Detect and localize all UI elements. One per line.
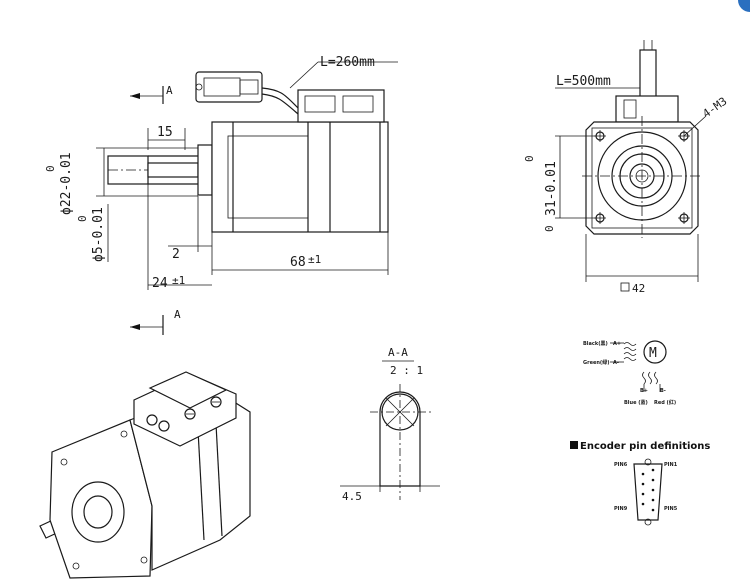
- iso-screw-1: [184, 408, 196, 420]
- pin-b-plus: B+: [640, 388, 648, 394]
- encoder-cable: [261, 87, 299, 109]
- section-arrow-bottom: [130, 324, 140, 330]
- corner-badge: [738, 0, 750, 12]
- dim-holes: 4-M3: [700, 95, 729, 121]
- iso-port-2: [158, 420, 170, 432]
- pin6-label: PIN6: [614, 462, 628, 468]
- flange-boss: [197, 144, 213, 196]
- iso-encoder-top: [148, 371, 228, 409]
- dim-front-length: 24: [152, 276, 168, 291]
- iso-flange-circle: [71, 481, 125, 543]
- iso-body-joint-2: [215, 423, 223, 537]
- section-scale: 2 : 1: [390, 364, 423, 377]
- iso-screw-2: [210, 396, 222, 408]
- encoder-cap: [297, 89, 385, 123]
- cable-length-260: L=260mm: [320, 55, 375, 70]
- cable-leader-260: [289, 61, 319, 89]
- section-mark-bottom: A: [174, 308, 181, 321]
- holes-leader: [683, 115, 707, 137]
- encoder-port-1: [304, 95, 336, 113]
- section-view: A-A 2 : 1 4.5: [340, 346, 440, 503]
- dim-shaft-tol: 0: [76, 215, 89, 222]
- iso-body-joint-1: [197, 429, 205, 541]
- section-arrow-top: [130, 93, 140, 99]
- front-cap-detail-1: [623, 99, 637, 119]
- dim-square: 42: [632, 282, 645, 295]
- motor-body: [211, 121, 389, 233]
- encoder-pins: Encoder pin definitions PIN6 PIN1 PIN9 P…: [570, 441, 710, 526]
- wiring-diagram: M Black(黑) Green(绿) A+ A- B+ B- Blue (蓝)…: [583, 340, 676, 406]
- pin9-label: PIN9: [614, 506, 628, 512]
- pin-a-minus: A-: [613, 360, 619, 366]
- encoder-title-icon: [570, 441, 578, 449]
- wire-green: Green(绿): [583, 359, 609, 366]
- encoder-port-2: [342, 95, 374, 113]
- db9-outline: [633, 463, 663, 521]
- coil-a: [623, 342, 637, 361]
- dim-shaft-dia: ϕ5-0.01: [91, 207, 106, 262]
- wire-black: Black(黑): [583, 340, 608, 347]
- pin5-label: PIN5: [664, 506, 678, 512]
- db9-connector: [195, 71, 263, 103]
- coil-b: [642, 371, 658, 385]
- dim-spacing-tol-bottom: 0: [543, 225, 556, 232]
- dim-front-tol: ±1: [172, 274, 185, 287]
- dim-body-tol: ±1: [308, 253, 321, 266]
- isometric-view: [39, 371, 251, 579]
- side-view: A L=260mm: [44, 55, 398, 335]
- motor-symbol-label: M: [649, 346, 657, 361]
- motor-symbol: [643, 340, 667, 364]
- dim-shaft-length: 15: [157, 125, 173, 140]
- wire-red: Red (红): [654, 399, 676, 406]
- encoder-title: Encoder pin definitions: [580, 441, 710, 452]
- pin-b-minus: B-: [660, 388, 666, 394]
- dim-body-length: 68: [290, 255, 306, 270]
- dim-flange-tol: 0: [44, 165, 57, 172]
- section-title: A-A: [388, 346, 408, 359]
- iso-port-1: [146, 414, 158, 426]
- shaft-section: [379, 391, 421, 487]
- wire-blue: Blue (蓝): [624, 399, 648, 406]
- square-symbol: [620, 282, 630, 292]
- cable-length-500: L=500mm: [556, 74, 611, 89]
- front-view: L=500mm 4-M3 31-0.01: [523, 40, 729, 295]
- section-mark-top: A: [166, 84, 173, 97]
- pin-a-plus: A+: [613, 341, 621, 347]
- shaft-flat: [147, 162, 199, 178]
- dim-step: 2: [172, 247, 180, 262]
- encoder-cable-2: [261, 93, 299, 115]
- pin1-label: PIN1: [664, 462, 678, 468]
- dim-hole-spacing: 31-0.01: [544, 161, 559, 216]
- iso-boss: [83, 495, 113, 529]
- dim-flat: 4.5: [342, 490, 362, 503]
- dim-spacing-tol-top: 0: [523, 155, 536, 162]
- dim-flange-dia: ϕ22-0.01: [59, 152, 74, 215]
